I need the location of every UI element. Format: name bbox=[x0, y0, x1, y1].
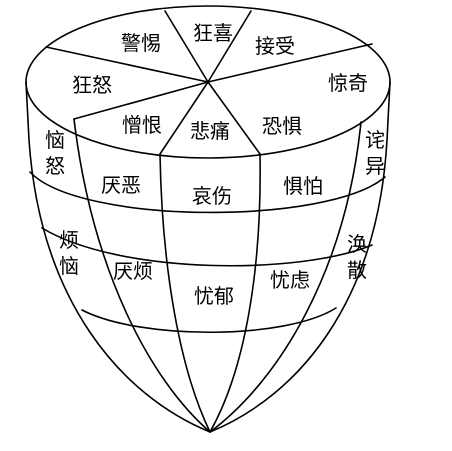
top-label: 悲痛 bbox=[190, 119, 230, 143]
meridian-lines bbox=[73, 118, 362, 433]
label-char: 散 bbox=[347, 258, 367, 282]
label-char: 恼 bbox=[45, 128, 65, 152]
label-char: 诧 bbox=[365, 128, 385, 152]
label-char: 异 bbox=[365, 154, 385, 178]
top-label: 狂怒 bbox=[72, 73, 112, 97]
band-separators bbox=[29, 171, 386, 334]
top-sector-dividers bbox=[45, 10, 373, 155]
band1-label: 哀伤 bbox=[192, 184, 232, 208]
band2-label-vertical: 烦恼 bbox=[59, 228, 79, 278]
band1-labels: 恼怒 厌恶 哀伤 惧怕 诧异 bbox=[45, 128, 385, 208]
top-label: 接受 bbox=[255, 34, 295, 58]
band2-label: 忧虑 bbox=[270, 268, 310, 292]
top-face-labels: 狂喜 接受 惊奇 恐惧 悲痛 憎恨 狂怒 警惕 bbox=[72, 21, 368, 143]
band2-label: 厌烦 bbox=[113, 259, 153, 283]
band2-label-vertical: 涣散 bbox=[347, 232, 367, 282]
top-label: 憎恨 bbox=[122, 113, 162, 137]
label-char: 怒 bbox=[45, 154, 65, 178]
band1-label: 惧怕 bbox=[283, 174, 323, 198]
band1-label: 厌恶 bbox=[101, 173, 141, 197]
band1-label-vertical: 诧异 bbox=[365, 128, 385, 178]
label-char: 涣 bbox=[347, 232, 367, 256]
label-char: 烦 bbox=[59, 228, 79, 252]
band2-labels: 烦恼 厌烦 忧郁 忧虑 涣散 bbox=[59, 228, 367, 308]
label-char: 恼 bbox=[59, 254, 79, 278]
top-label: 惊奇 bbox=[328, 71, 368, 95]
top-label: 警惕 bbox=[121, 31, 161, 55]
band2-label: 忧郁 bbox=[194, 284, 234, 308]
top-label: 恐惧 bbox=[262, 114, 302, 138]
band1-label-vertical: 恼怒 bbox=[45, 128, 65, 178]
top-label: 狂喜 bbox=[193, 21, 233, 45]
